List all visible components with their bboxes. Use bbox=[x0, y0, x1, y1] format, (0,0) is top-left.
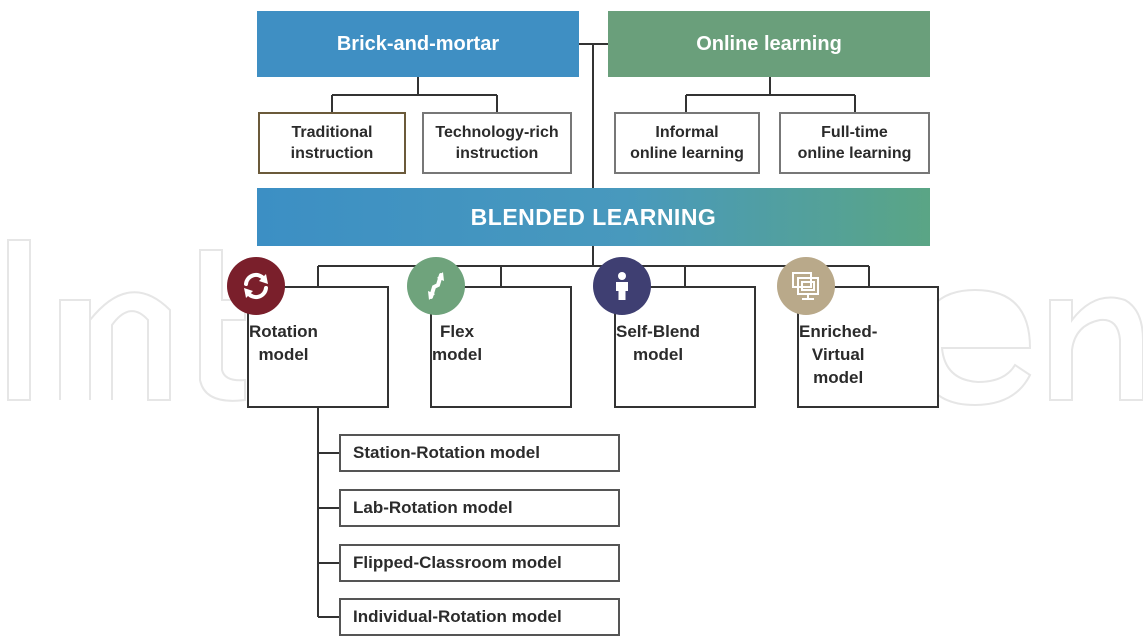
model-label: Enriched- Virtual model bbox=[799, 322, 878, 387]
model-label: Self-Blend model bbox=[616, 322, 701, 364]
informal-online-learning-box: Informal online learning bbox=[614, 112, 760, 174]
station-rotation-box: Station-Rotation model bbox=[339, 434, 620, 472]
flex-arrow-icon bbox=[407, 257, 465, 315]
full-time-online-learning-box: Full-time online learning bbox=[779, 112, 930, 174]
blended-learning-banner: BLENDED LEARNING bbox=[257, 188, 930, 246]
model-label: Rotation model bbox=[249, 322, 318, 364]
technology-rich-instruction-box: Technology-rich instruction bbox=[422, 112, 572, 174]
person-icon bbox=[593, 257, 651, 315]
lab-rotation-box: Lab-Rotation model bbox=[339, 489, 620, 527]
computer-screens-icon bbox=[777, 257, 835, 315]
model-label: Flex model bbox=[432, 322, 483, 364]
rotation-arrows-icon bbox=[227, 257, 285, 315]
brick-and-mortar-header: Brick-and-mortar bbox=[257, 11, 579, 77]
online-learning-header: Online learning bbox=[608, 11, 930, 77]
flex-model-box: 2 Flex model bbox=[430, 286, 572, 408]
individual-rotation-box: Individual-Rotation model bbox=[339, 598, 620, 636]
traditional-instruction-box: Traditional instruction bbox=[258, 112, 406, 174]
flipped-classroom-box: Flipped-Classroom model bbox=[339, 544, 620, 582]
